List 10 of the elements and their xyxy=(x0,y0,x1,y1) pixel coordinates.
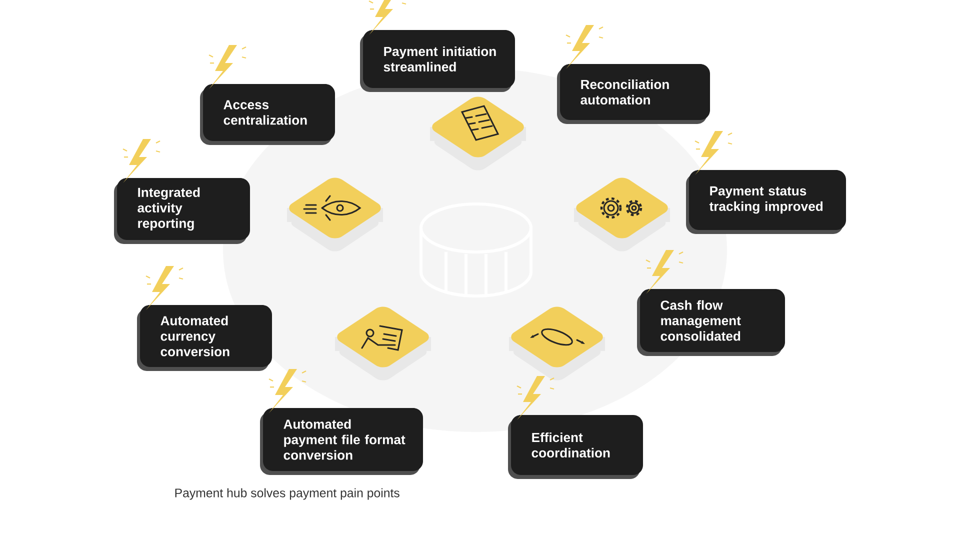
text-box: Automated currency conversion xyxy=(140,305,272,367)
text-box: Access centralization xyxy=(203,84,335,141)
text-box: Reconciliation automation xyxy=(560,64,710,120)
text-box: Efficient coordination xyxy=(511,415,643,475)
text-box: Cash flow management consolidated xyxy=(640,289,785,352)
text-box: Payment initiation streamlined xyxy=(363,30,515,88)
text-box: Payment status tracking improved xyxy=(689,170,846,230)
text-box: Automated payment file format conversion xyxy=(263,408,423,471)
text-box: Integrated activity reporting xyxy=(117,178,250,240)
caption: Payment hub solves payment pain points xyxy=(175,488,400,500)
